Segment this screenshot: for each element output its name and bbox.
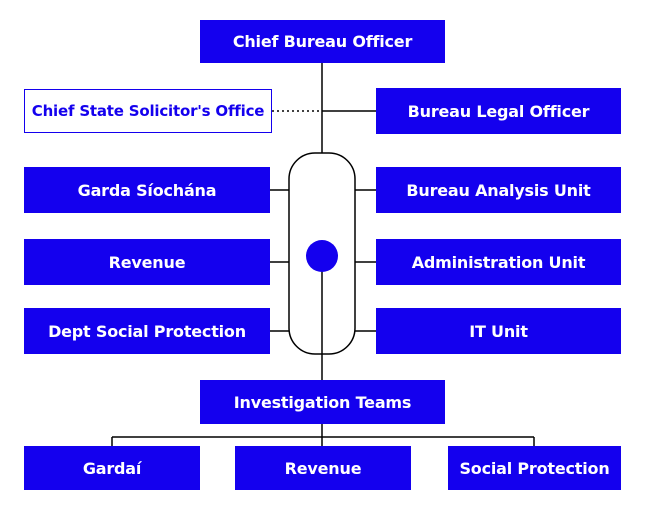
node-bureau-legal-officer: Bureau Legal Officer [376,88,621,134]
center-dot [306,240,338,272]
node-chief-state-solicitor: Chief State Solicitor's Office [24,89,272,133]
node-gardai: Gardaí [24,446,200,490]
node-bureau-analysis-unit: Bureau Analysis Unit [376,167,621,213]
node-investigation-teams: Investigation Teams [200,380,445,424]
node-revenue-bottom: Revenue [235,446,411,490]
node-revenue-left: Revenue [24,239,270,285]
node-social-protection: Social Protection [448,446,621,490]
node-administration-unit: Administration Unit [376,239,621,285]
node-garda-siochana: Garda Síochána [24,167,270,213]
node-dept-social-protection: Dept Social Protection [24,308,270,354]
node-chief-bureau-officer: Chief Bureau Officer [200,20,445,63]
node-it-unit: IT Unit [376,308,621,354]
